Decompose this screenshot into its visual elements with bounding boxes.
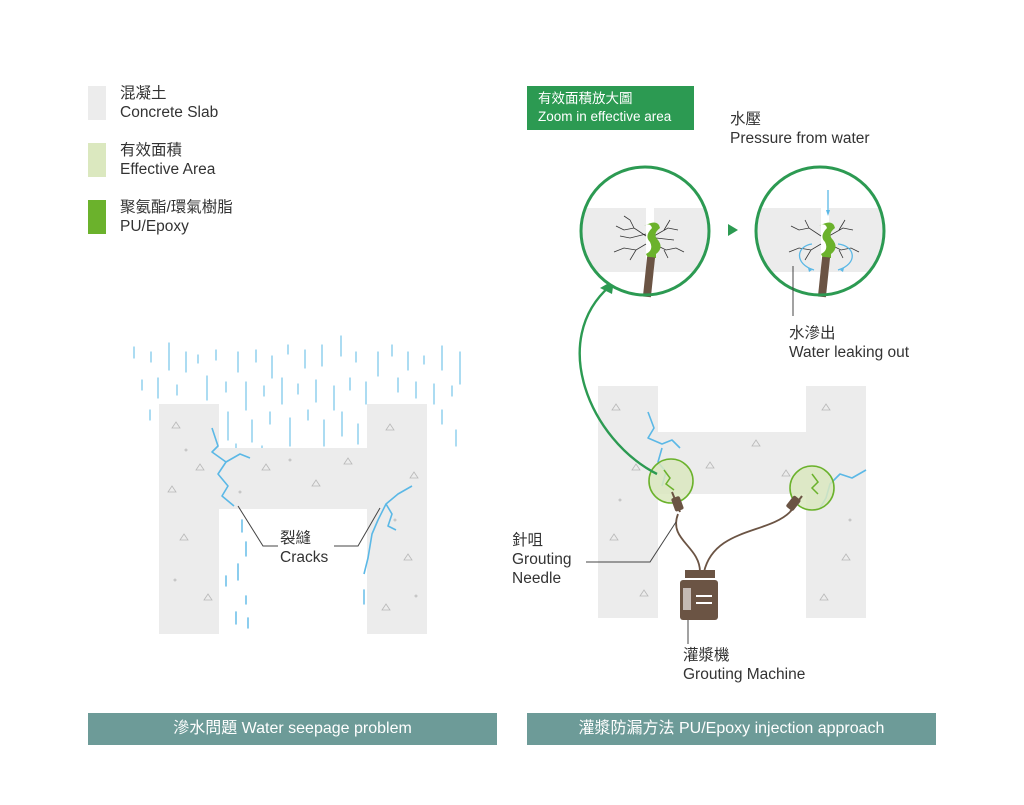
grouting-needle-icon <box>671 491 803 513</box>
cracks-leader <box>237 505 381 547</box>
grouting-machine-icon <box>680 570 718 620</box>
machine-label-en: Grouting Machine <box>683 666 806 683</box>
needle-label-en2: Needle <box>512 570 562 587</box>
leak-label-zh: 水滲出 <box>789 325 836 342</box>
legend-concrete-zh: 混凝土 <box>120 85 167 102</box>
rain-icon <box>133 335 461 455</box>
left-cracks <box>211 427 413 575</box>
right-concrete-texture <box>609 403 852 601</box>
zoom-tag-en: Zoom in effective area <box>538 109 672 124</box>
legend-swatch-epoxy <box>88 200 106 234</box>
pressure-label-en: Pressure from water <box>730 130 870 147</box>
effective-area-left <box>648 458 694 504</box>
left-concrete-slab <box>159 404 427 634</box>
zoom-tag-zh: 有效面積放大圖 <box>538 91 633 106</box>
cracks-label-en: Cracks <box>280 549 329 566</box>
legend-swatch-effective <box>88 143 106 177</box>
leak-label-en: Water leaking out <box>789 344 910 361</box>
pressure-label-zh: 水壓 <box>730 111 762 128</box>
legend-epoxy-zh: 聚氨酯/環氣樹脂 <box>120 199 233 216</box>
grout-hose <box>675 511 791 573</box>
legend-swatch-concrete <box>88 86 106 120</box>
next-arrow-icon <box>728 224 738 236</box>
banner-injection-approach: 灌漿防漏方法 PU/Epoxy injection approach <box>527 713 936 745</box>
legend-effective-en: Effective Area <box>120 161 216 178</box>
needle-label-en1: Grouting <box>512 551 572 568</box>
zoom-tag: 有效面積放大圖 Zoom in effective area <box>527 86 694 130</box>
legend-epoxy-en: PU/Epoxy <box>120 218 189 235</box>
banner-seepage-problem: 滲水問題 Water seepage problem <box>88 713 497 745</box>
cracks-label-zh: 裂縫 <box>280 530 312 547</box>
needle-label-zh: 針咀 <box>512 532 544 549</box>
needle-leader <box>586 521 677 563</box>
zoom-circle-before <box>579 165 711 298</box>
water-drops <box>225 519 365 629</box>
zoom-circle-after <box>754 165 886 298</box>
legend-concrete-en: Concrete Slab <box>120 104 219 121</box>
legend-effective-zh: 有效面積 <box>120 142 183 159</box>
machine-label-zh: 灌漿機 <box>683 647 730 664</box>
concrete-texture <box>167 421 419 611</box>
